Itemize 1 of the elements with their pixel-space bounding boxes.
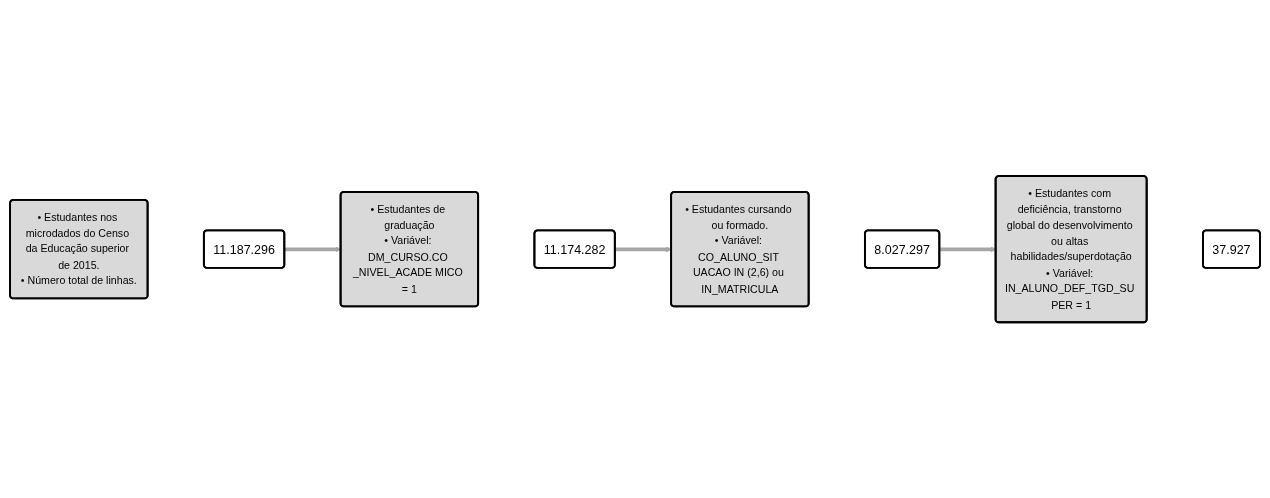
arrow (615, 246, 672, 252)
